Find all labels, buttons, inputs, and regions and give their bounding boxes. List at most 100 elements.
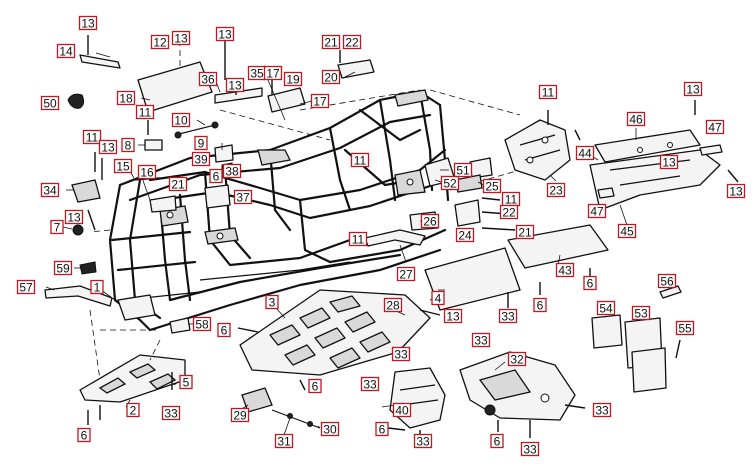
part-number-label: 33 (413, 433, 433, 449)
part-number-label: 22 (499, 204, 519, 220)
part-number-box (631, 305, 651, 321)
part-number-text: 17 (266, 67, 280, 81)
part-number-text: 11 (139, 106, 152, 120)
part-number-box (350, 152, 370, 168)
part-number-box (171, 30, 191, 46)
part-number-box (375, 421, 389, 437)
part-number-box (64, 209, 84, 225)
part-number-text: 32 (510, 353, 524, 367)
part-number-box (507, 351, 527, 367)
part-number-text: 13 (101, 141, 115, 155)
part-number-label: 54 (596, 300, 616, 316)
part-number-label: 13 (171, 30, 191, 46)
part-number-text: 6 (81, 429, 88, 443)
part-number-box (320, 421, 340, 437)
part-number-label: 43 (555, 262, 575, 278)
part-number-text: 10 (174, 114, 188, 128)
part-number-box (520, 441, 540, 457)
part-number-box (555, 262, 575, 278)
part-number-box (391, 346, 411, 362)
part-number-label: 11 (348, 231, 368, 247)
part-number-label: 47 (705, 119, 725, 135)
part-number-label: 29 (230, 407, 250, 423)
part-number-label: 33 (161, 405, 181, 421)
part-number-box (135, 104, 155, 120)
part-number-label: 22 (342, 34, 362, 50)
part-number-box (40, 182, 60, 198)
part-number-label: 15 (113, 158, 133, 174)
part-number-label: 6 (217, 322, 231, 338)
part-number-label: 12 (150, 34, 170, 50)
part-number-text: 29 (233, 409, 247, 423)
part-number-box (308, 378, 322, 394)
part-number-text: 31 (277, 435, 291, 449)
part-number-text: 11 (86, 131, 99, 145)
part-number-box (392, 402, 412, 418)
part-number-text: 6 (213, 170, 220, 184)
part-number-box (431, 290, 445, 306)
part-number-label: 13 (64, 209, 84, 225)
part-number-box (471, 332, 491, 348)
part-number-text: 36 (201, 73, 215, 87)
part-number-text: 22 (502, 206, 516, 220)
part-number-label: 33 (592, 402, 612, 418)
part-number-text: 8 (125, 139, 132, 153)
part-number-box (546, 182, 566, 198)
part-number-text: 35 (250, 67, 264, 81)
upper-left-parts (44, 35, 375, 307)
part-number-box (233, 189, 253, 205)
part-number-box (583, 275, 597, 291)
part-number-box (209, 168, 223, 184)
part-number-text: 33 (416, 435, 430, 449)
part-number-box (675, 320, 695, 336)
part-number-box (321, 34, 341, 50)
part-number-text: 52 (443, 177, 457, 191)
part-number-label: 4 (431, 290, 445, 306)
part-number-label: 26 (420, 213, 440, 229)
lower-center-parts (241, 351, 586, 440)
part-number-box (420, 213, 440, 229)
part-number-text: 33 (595, 404, 609, 418)
part-number-box (168, 176, 188, 192)
part-number-box (321, 69, 341, 85)
part-number-label: 59 (53, 260, 73, 276)
part-number-text: 53 (634, 307, 648, 321)
main-frame-drawing (108, 89, 450, 332)
part-number-box (116, 90, 136, 106)
part-number-label: 37 (233, 189, 253, 205)
skid-plate-drawing (169, 289, 441, 391)
part-number-box (191, 151, 211, 167)
part-number-text: 39 (194, 153, 208, 167)
part-number-text: 44 (578, 147, 592, 161)
part-number-text: 4 (435, 292, 442, 306)
part-number-box (225, 77, 245, 93)
part-number-text: 47 (590, 205, 604, 219)
part-number-text: 13 (81, 17, 95, 31)
part-number-box (342, 34, 362, 50)
part-number-box (192, 316, 212, 332)
part-number-box (171, 112, 191, 128)
part-number-box (82, 129, 102, 145)
part-number-text: 6 (587, 277, 594, 291)
part-number-label: 24 (455, 227, 475, 243)
part-number-text: 40 (395, 404, 409, 418)
part-number-text: 47 (708, 121, 722, 135)
part-number-text: 9 (198, 137, 205, 151)
part-number-text: 6 (494, 435, 501, 449)
part-number-text: 13 (446, 310, 460, 324)
part-number-label: 25 (482, 178, 502, 194)
part-number-label: 57 (16, 279, 36, 295)
part-number-box (161, 405, 181, 421)
part-number-text: 11 (354, 154, 367, 168)
part-number-box (274, 433, 294, 449)
part-number-label: 3 (265, 294, 279, 310)
part-number-text: 13 (662, 156, 676, 170)
part-number-label: 6 (533, 297, 547, 313)
part-number-box (360, 376, 380, 392)
part-number-text: 16 (140, 166, 154, 180)
part-number-text: 38 (225, 165, 239, 179)
part-number-text: 25 (485, 180, 499, 194)
part-number-box (215, 26, 235, 42)
part-number-text: 45 (620, 225, 634, 239)
part-number-box (77, 427, 91, 443)
